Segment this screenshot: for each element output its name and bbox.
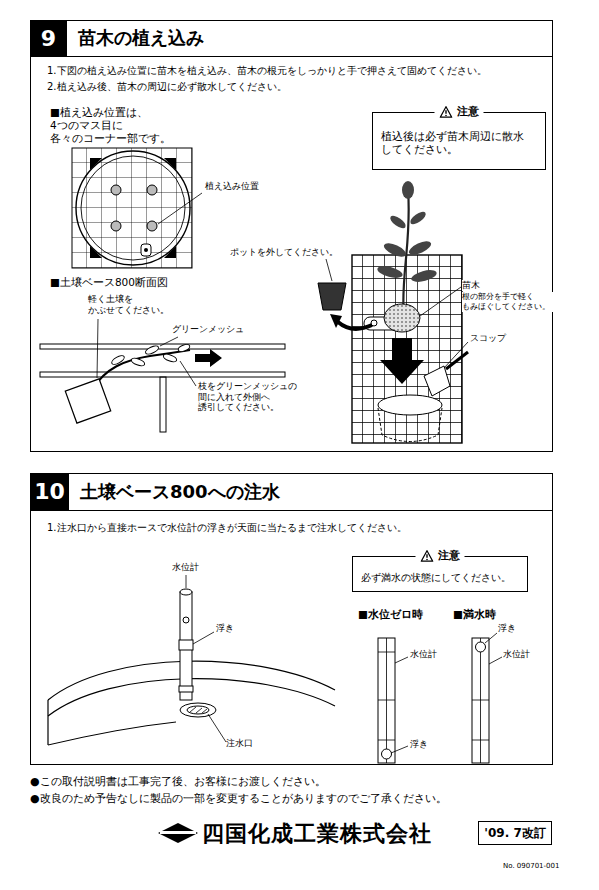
planting-illustration (318, 181, 468, 443)
revision-box: '09. 7改訂 (478, 821, 552, 845)
caution-box: 注意植込後は必ず苗木周辺に散水 してください。 (372, 112, 546, 170)
warning-icon (440, 106, 453, 118)
caution-text: 必ず満水の状態にしてください。 (361, 572, 511, 585)
caution-text: 植込後は必ず苗木周辺に散水 してください。 (381, 130, 528, 156)
cross-section (40, 319, 285, 432)
caution-heading-text: 注意 (457, 104, 479, 119)
part-label: 苗木 (462, 280, 480, 291)
plan-view (72, 148, 202, 268)
section-number: 10 (30, 473, 69, 511)
callout-note: 軽く土壌を かぶせてください。 (88, 294, 161, 315)
part-label: 注水口 (226, 738, 253, 749)
footer-note: ●この取付説明書は工事完了後、お客様にお渡しください。 (30, 775, 326, 789)
callout-note: ポットを外してください。 (230, 247, 338, 258)
part-label: 浮き (216, 623, 234, 634)
caution-box: 注意必ず満水の状態にしてください。 (352, 556, 528, 592)
caution-heading: 注意 (416, 548, 465, 563)
instruction-text: 1.下図の植え込み位置に苗木を植え込み、苗木の根元をしっかりと手で押さえて固めて… (47, 65, 487, 78)
part-label: 水位計 (503, 649, 530, 660)
section-header: 土壌ベース800への注水 10 (30, 473, 553, 511)
note-heading: ■植え込み位置は、4つのマス目に 各々のコーナー部です。 (50, 106, 213, 145)
section-number: 9 (30, 20, 67, 57)
part-label: 植え込み位置 (205, 181, 259, 192)
section-title: 土壌ベース800への注水 (80, 481, 280, 504)
section-number-box: 10 (30, 473, 69, 511)
warning-icon (421, 550, 434, 562)
instruction-text: 2.植え込み後、苗木の周辺に必ず散水してください。 (47, 81, 287, 94)
callout-note: 根の部分を手で軽く もみほぐしてください。 (462, 292, 555, 312)
instruction-text: 1.注水口から直接ホースで水位計の浮きが天面に当たるまで注水してください。 (47, 522, 407, 535)
part-label: スコップ (470, 333, 506, 344)
part-label: 浮き (498, 623, 516, 634)
part-label: グリーンメッシュ (172, 324, 244, 335)
figure-heading: ■水位ゼロ時 (358, 608, 423, 621)
footer-note: ●改良のため予告なしに製品の一部を変更することがありますのでご了承ください。 (30, 792, 447, 806)
part-label: 水位計 (172, 562, 199, 573)
water-inlet-illustration (48, 575, 335, 745)
document-number: No. 090701-001 (503, 862, 559, 871)
figure-heading: ■土壌ベース800断面図 (50, 276, 168, 289)
part-label: 水位計 (410, 649, 437, 660)
company-name: 四国化成工業株式会社 (202, 820, 432, 848)
section-number-box: 9 (30, 20, 67, 57)
section-header: 苗木の植え込み 9 (30, 20, 553, 57)
section-title: 苗木の植え込み (78, 27, 204, 50)
part-label: 浮き (410, 739, 428, 750)
revision-text: '09. 7改訂 (479, 822, 551, 844)
callout-note: 枝をグリーンメッシュの 間に入れて外側へ 誘引してください。 (198, 381, 297, 413)
figure-heading: ■満水時 (453, 608, 496, 621)
caution-heading-text: 注意 (438, 548, 460, 563)
company-logo (158, 823, 198, 843)
water-gauges (378, 633, 502, 763)
caution-heading: 注意 (435, 104, 484, 119)
